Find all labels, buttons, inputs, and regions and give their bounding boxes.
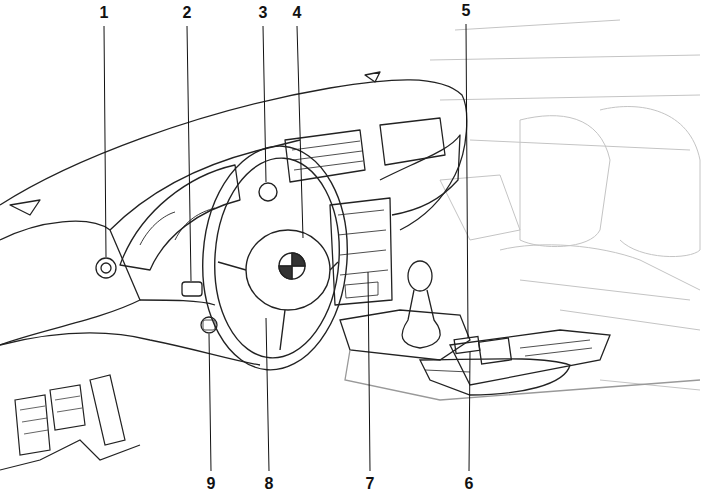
- pedals: [0, 375, 140, 470]
- callout-number: 2: [183, 5, 192, 21]
- callout-number: 8: [265, 476, 274, 492]
- callout-number: 6: [465, 476, 474, 492]
- speaker-grille: [365, 72, 380, 82]
- horn-knob: [259, 183, 277, 201]
- center-console: [340, 261, 700, 400]
- callout-number: 9: [207, 476, 216, 492]
- dashboard: [0, 72, 467, 365]
- callout-number: 5: [462, 3, 471, 19]
- background-seats: [430, 20, 700, 390]
- callout-number: 7: [366, 476, 375, 492]
- callout-number: 1: [100, 5, 109, 21]
- controls: [96, 258, 217, 333]
- steering-wheel: [195, 141, 354, 374]
- side-vent: [10, 200, 40, 215]
- callout-number: 3: [259, 5, 268, 21]
- center-vent: [285, 130, 365, 182]
- callout-number: 4: [293, 5, 302, 21]
- leader-lines: [104, 24, 470, 471]
